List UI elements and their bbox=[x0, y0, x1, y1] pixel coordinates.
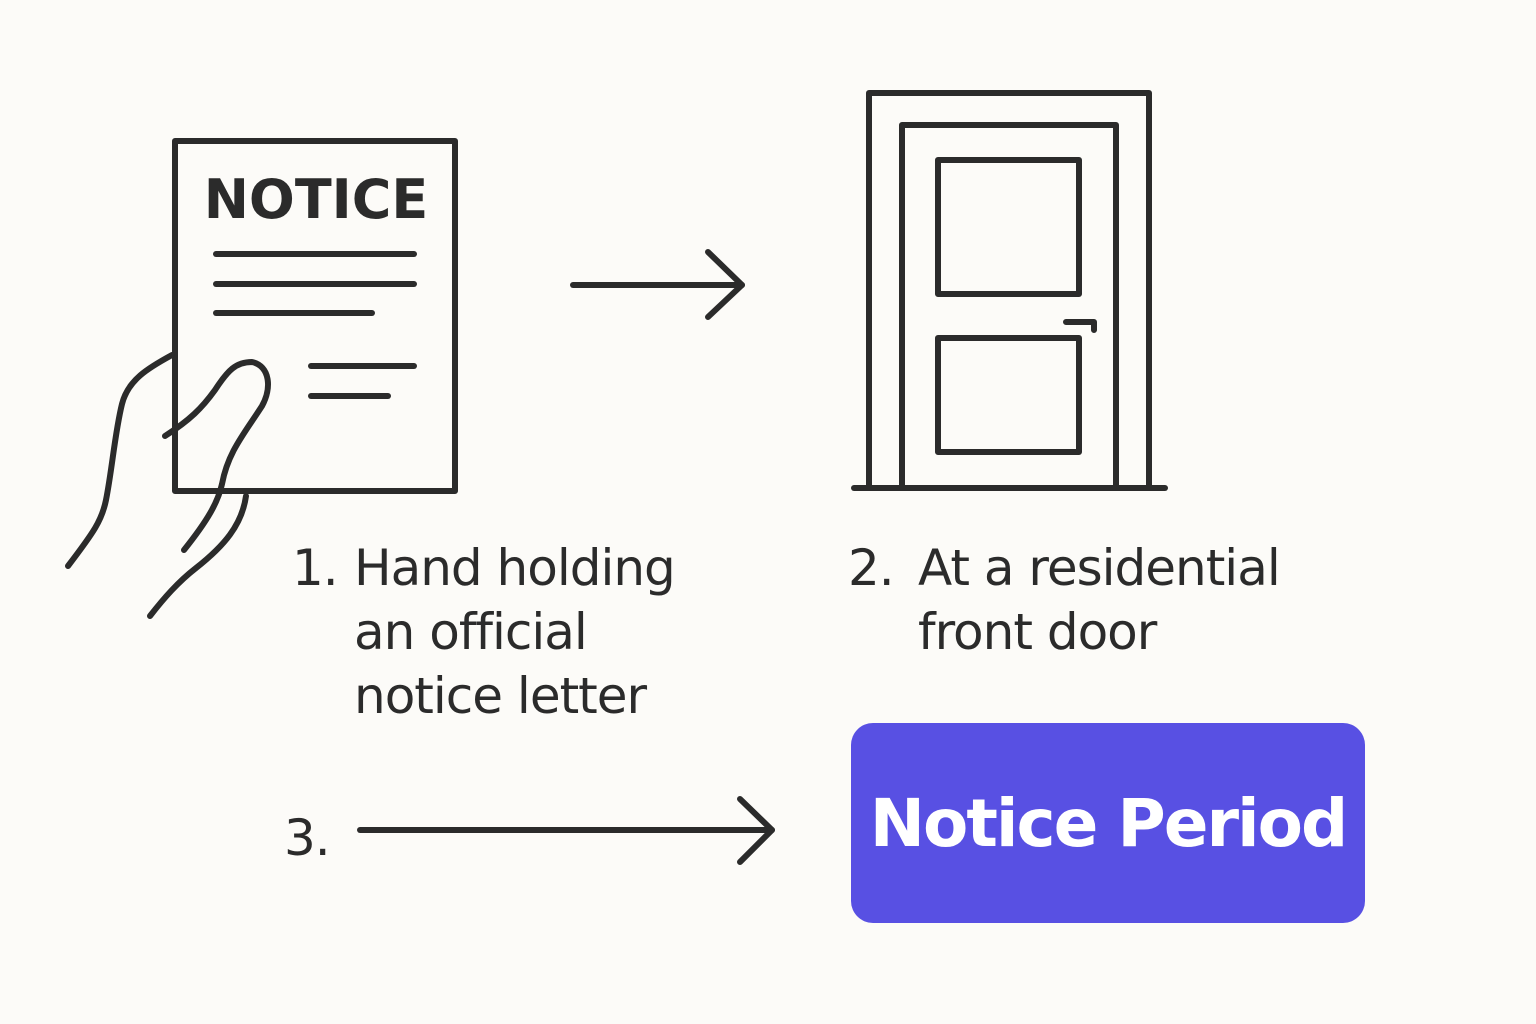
hand-icon bbox=[65, 352, 271, 619]
step-1-text: Hand holding an official notice letter bbox=[354, 536, 676, 728]
hand-palm bbox=[65, 352, 175, 569]
notice-period-label: Notice Period bbox=[869, 784, 1349, 862]
step-2-caption: 2. At a residential front door bbox=[848, 536, 1281, 664]
step-1-line-3: notice letter bbox=[354, 667, 647, 725]
notice-period-badge: Notice Period bbox=[851, 723, 1365, 923]
hand-thumb bbox=[162, 359, 271, 553]
step-2-text: At a residential front door bbox=[918, 536, 1281, 664]
door-icon bbox=[851, 90, 1168, 491]
arrow-right-icon bbox=[570, 249, 745, 320]
step-2-line-1: At a residential bbox=[918, 539, 1281, 597]
door-outer-frame bbox=[866, 90, 1152, 490]
step-3-number: 3. bbox=[284, 809, 331, 867]
door-inner-frame bbox=[899, 122, 1119, 490]
step-1-line-1: Hand holding bbox=[354, 539, 676, 597]
step-3-caption: 3. bbox=[284, 806, 331, 870]
step-1-line-2: an official bbox=[354, 603, 588, 661]
letter-heading: NOTICE bbox=[204, 168, 429, 231]
step-1-caption: 1. Hand holding an official notice lette… bbox=[292, 536, 676, 728]
door-upper-panel bbox=[935, 157, 1082, 297]
step-1-number: 1. bbox=[292, 539, 339, 597]
arrow-3-head bbox=[737, 796, 775, 865]
door-handle bbox=[1063, 319, 1097, 333]
hand-wrist bbox=[147, 493, 249, 619]
step-2-line-2: front door bbox=[918, 603, 1157, 661]
step-2-number: 2. bbox=[848, 539, 895, 597]
notice-letter-icon bbox=[172, 138, 458, 494]
arrow-right-icon bbox=[357, 796, 775, 865]
arrow-1-head bbox=[705, 249, 745, 320]
door-lower-panel bbox=[935, 335, 1082, 455]
